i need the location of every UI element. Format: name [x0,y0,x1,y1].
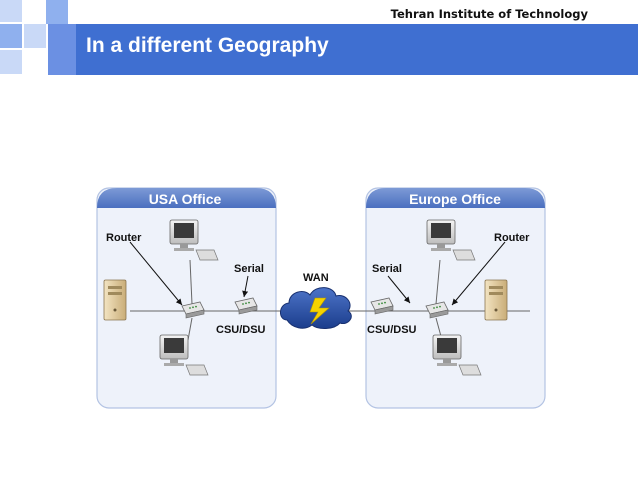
decor-square-top [46,0,68,24]
usa-pc-bottom-line [187,317,193,341]
usa-csu-label: CSU/DSU [216,324,266,336]
network-diagram: USA Office Europe Office Router Serial C… [96,187,546,409]
wan-cloud-icon [280,287,352,329]
usa-server-icon [103,279,127,321]
usa-office-title: USA Office [149,191,222,207]
slide-title: In a different Geography [86,34,329,57]
usa-serial-arrow [242,275,249,298]
decor-square-mid-left [0,24,22,48]
europe-csu-label: CSU/DSU [367,324,417,336]
europe-router-arrow [451,241,506,306]
europe-router-label: Router [494,232,530,244]
europe-serial-label: Serial [372,263,402,275]
decor-square-accent [48,24,76,75]
title-bar [76,24,638,75]
europe-office-title: Europe Office [409,191,501,207]
usa-pc-top-line [189,259,193,305]
usa-router-label: Router [106,232,142,244]
wan-label: WAN [303,272,329,284]
usa-office-panel: USA Office [96,187,277,409]
europe-server-icon [484,279,508,321]
usa-router-arrow [129,241,183,306]
decor-square-bottom [0,50,22,74]
decor-square-top-left [0,0,22,22]
europe-office-panel: Europe Office [365,187,546,409]
usa-serial-label: Serial [234,263,264,275]
europe-serial-arrow [387,275,411,304]
decor-square-mid [24,24,46,48]
eu-pc-top-line [435,259,441,305]
institute-name: Tehran Institute of Technology [390,7,588,21]
